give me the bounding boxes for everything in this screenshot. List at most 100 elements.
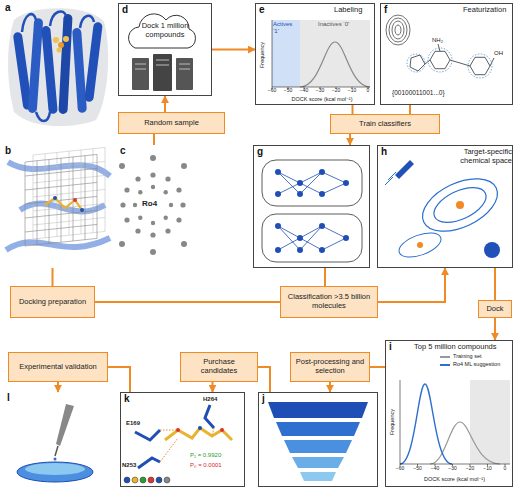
neural-networks (278, 172, 346, 250)
box-label: Purchase candidates (184, 358, 254, 375)
chemical-library-dots (150, 232, 155, 237)
chemical-library-dots (164, 190, 168, 194)
chemical-library-dots (181, 163, 187, 169)
figure-panel: dDock 1 million compounds (118, 3, 212, 96)
selection-funnel (276, 422, 360, 436)
flow-connector (370, 366, 385, 368)
box-label: Post-processing and selection (294, 358, 366, 375)
figure-label: H264 (203, 396, 217, 403)
fingerprint-molecule (386, 15, 410, 45)
fingerprint-molecule (430, 51, 450, 68)
flow-connector (164, 96, 166, 112)
fingerprint-molecule (389, 18, 407, 42)
figure-label: N253 (122, 462, 136, 469)
figure-label: Inactives ‘0’ (318, 21, 368, 28)
chemical-space-orbits (417, 242, 423, 248)
flow-connector (153, 134, 155, 145)
docking-grid (6, 162, 110, 250)
neural-networks (262, 160, 362, 262)
selection-funnel (300, 472, 336, 481)
figure-label: −20 (330, 88, 342, 94)
protein-structure (8, 8, 108, 126)
figure-label: DOCK score (kcal mol⁻¹) (397, 476, 512, 482)
figure-label: −40 (298, 88, 310, 94)
box-label: Train classifiers (359, 120, 411, 129)
box-label: Classification >3.5 billion molecules (284, 293, 374, 310)
binding-pose (176, 428, 180, 432)
figure-label: −30 (447, 466, 459, 472)
docking-grid (25, 154, 97, 246)
chemical-library-dots (138, 216, 142, 220)
cloud-and-servers (176, 58, 193, 90)
panel-title: Featurization (463, 6, 513, 15)
binding-pose (164, 477, 170, 483)
cloud-and-servers (132, 58, 149, 90)
neural-networks (275, 223, 281, 229)
box-label: Experimental validation (19, 363, 97, 372)
protein-structure (63, 36, 69, 42)
neural-networks (343, 235, 349, 241)
legend-entry: Ro4 ML suggestion (440, 362, 500, 368)
panel-letter: e (259, 4, 265, 15)
figure-label: −20 (464, 466, 476, 472)
axis-title: Frequency (259, 35, 265, 75)
labeling-histogram (300, 20, 370, 87)
figure-panel: a (2, 2, 112, 130)
binding-pose (148, 477, 154, 483)
docking-grid (33, 147, 105, 239)
chemical-library-dots (169, 203, 173, 207)
protein-structure (72, 28, 87, 113)
figure-label: −10 (346, 88, 358, 94)
score-distribution (400, 380, 510, 466)
radioligand-assay (56, 404, 74, 446)
flow-connector (258, 367, 270, 392)
figure-label: −40 (429, 466, 441, 472)
score-distribution (400, 380, 510, 466)
box-label: Random sample (144, 119, 199, 128)
protein-structure (57, 48, 62, 53)
figure-label: P₁ = 0.9920 (190, 452, 221, 459)
score-distribution (470, 380, 510, 464)
neural-networks (319, 223, 325, 229)
legend-entry: Training set (440, 354, 482, 360)
fingerprint-molecule (468, 54, 492, 78)
figure-panel: hTarget-specific chemical space (377, 145, 513, 268)
chemical-library-dots (176, 217, 181, 222)
panel-letter: c (120, 145, 126, 156)
panel-letter: b (5, 145, 11, 156)
chemical-library-dots (164, 216, 168, 220)
flow-connector (57, 382, 59, 392)
chemical-space-orbits (484, 242, 500, 258)
neural-networks (297, 180, 303, 186)
docking-grid (73, 198, 77, 202)
chemical-library-dots (119, 241, 125, 247)
figure-label: −60 (266, 88, 278, 94)
chemical-library-dots (151, 185, 155, 189)
docking-grid (33, 147, 105, 239)
fingerprint-molecule (386, 15, 494, 78)
chemical-library-dots (135, 176, 140, 181)
binding-pose (124, 477, 170, 483)
flow-connector (212, 49, 255, 51)
figure-label: 0 (499, 466, 511, 472)
chemical-library-dots (180, 202, 185, 207)
radioligand-assay (54, 458, 57, 461)
neural-networks (275, 169, 349, 253)
figure-label: E169 (126, 420, 140, 427)
score-distribution (430, 422, 500, 464)
panel-letter: a (5, 2, 11, 13)
chemical-library-dots (120, 202, 125, 207)
selection-funnel (268, 402, 368, 481)
labeling-histogram (272, 20, 370, 89)
chemical-library-dots (176, 187, 181, 192)
score-distribution (400, 384, 452, 464)
flow-connector (329, 382, 331, 392)
neural-networks (343, 180, 349, 186)
chemical-library-dots (150, 172, 155, 177)
figure-label: NH₂ (432, 37, 443, 44)
process-box: Dock (478, 300, 512, 318)
flow-connector (52, 268, 54, 286)
figure-label: −50 (282, 88, 294, 94)
axis-title: Frequency (389, 402, 395, 442)
process-box: Post-processing and selection (290, 352, 370, 382)
